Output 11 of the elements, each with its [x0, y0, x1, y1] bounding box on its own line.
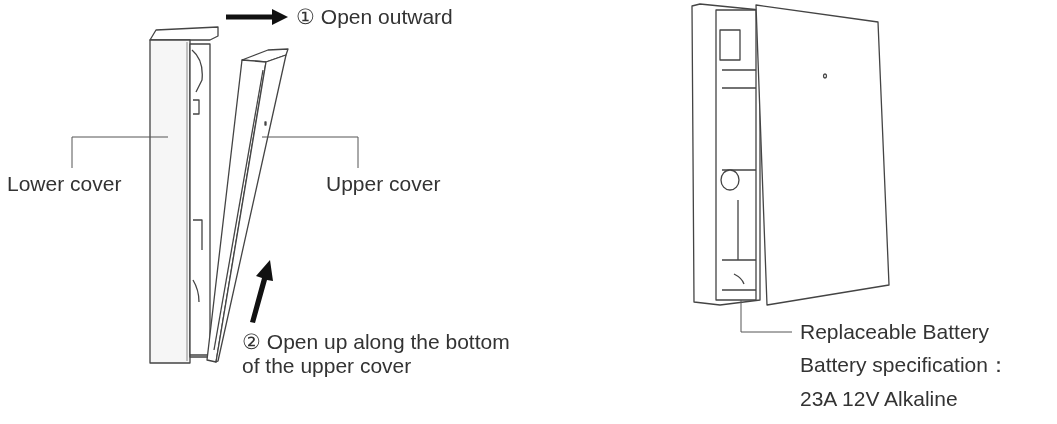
callout-label: Upper cover [326, 172, 441, 196]
instruction-text: ① Open outward [296, 5, 454, 29]
leader-line [740, 299, 793, 333]
device-drawing [691, 3, 890, 306]
callout-label: Lower cover [7, 172, 122, 196]
leader-line [261, 136, 359, 169]
cover-drawing [149, 26, 219, 364]
instruction-text: ② Open up along the bottom of the upper cover [242, 330, 511, 378]
leader-line [71, 136, 169, 169]
specification-text: Battery specification： 23A 12V Alkaline [800, 352, 1010, 412]
callout-label: Replaceable Battery [800, 320, 991, 344]
